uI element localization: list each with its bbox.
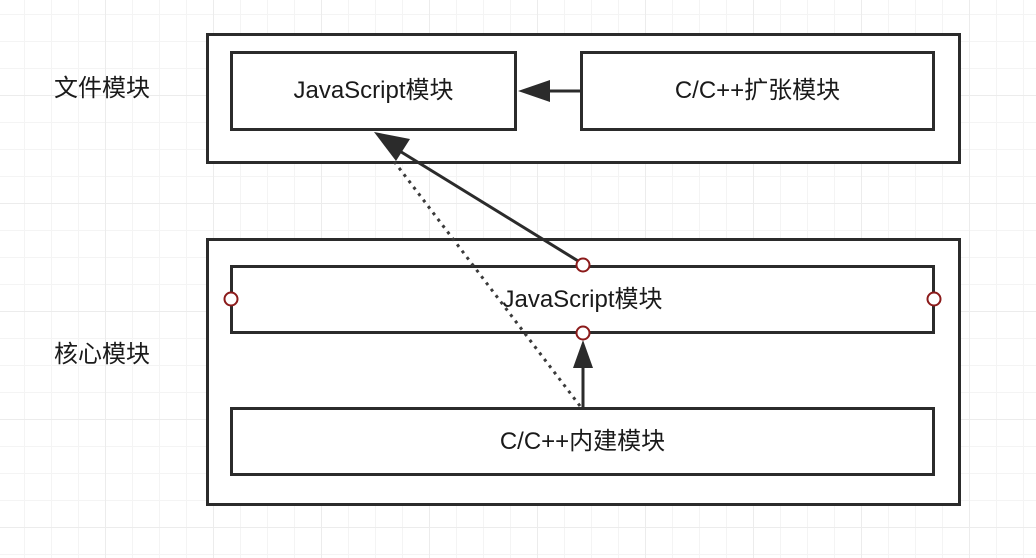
core-module-group-label: 核心模块	[54, 341, 150, 368]
file-javascript-module-box[interactable]: JavaScript模块	[230, 51, 517, 131]
core-javascript-module-label: JavaScript模块	[502, 285, 663, 313]
file-module-group-label: 文件模块	[54, 75, 150, 102]
top-connection-handle-icon[interactable]	[575, 257, 591, 273]
bottom-connection-handle-icon[interactable]	[575, 325, 591, 341]
file-cpp-extension-module-label: C/C++扩张模块	[674, 77, 841, 104]
left-connection-handle-icon[interactable]	[223, 291, 239, 307]
file-javascript-module-label: JavaScript模块	[293, 77, 454, 104]
core-cpp-builtin-module-label: C/C++内建模块	[499, 427, 666, 455]
right-connection-handle-icon[interactable]	[926, 291, 942, 307]
core-cpp-builtin-module-box[interactable]: C/C++内建模块	[230, 407, 935, 476]
file-cpp-extension-module-box[interactable]: C/C++扩张模块	[580, 51, 935, 131]
core-javascript-module-box[interactable]: JavaScript模块	[230, 265, 935, 334]
